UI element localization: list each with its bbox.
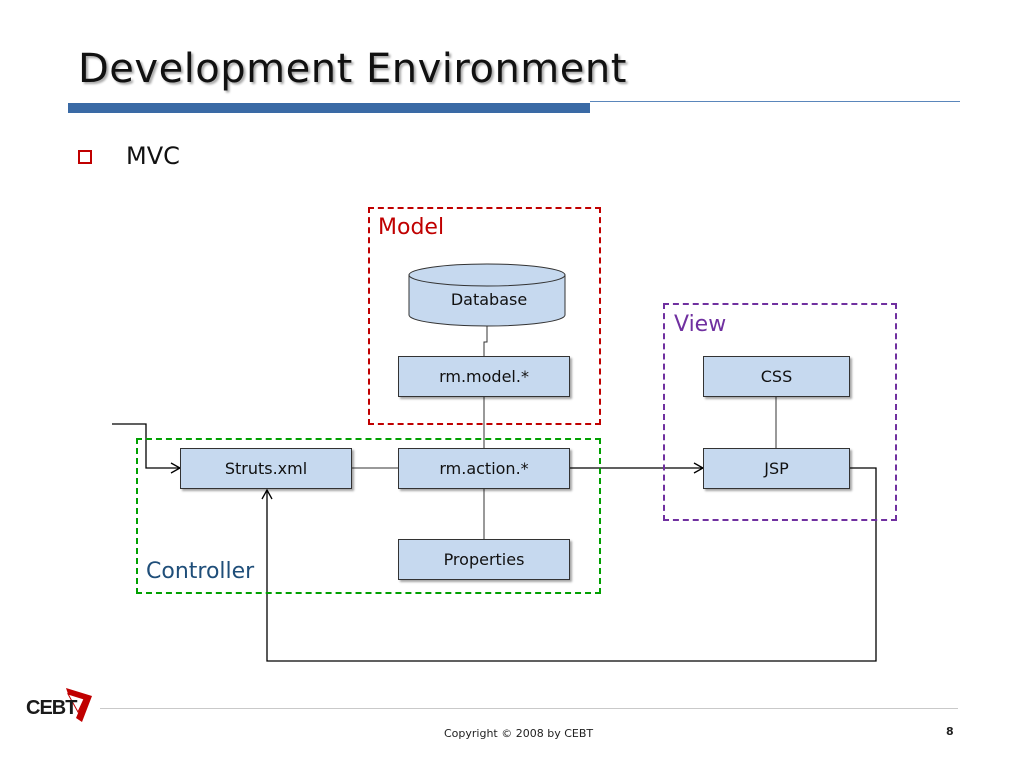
controller-label: Controller [146,559,255,584]
connector-db-to-model [483,326,488,356]
model-region [368,207,601,425]
database-node-label: Database [450,290,528,309]
title-underline-line [590,101,960,102]
view-label: View [674,312,727,337]
css-node: CSS [703,356,850,397]
footer-divider [100,708,958,709]
page-number: 8 [946,725,954,738]
title-underline-bar [68,103,590,113]
copyright-text: Copyright © 2008 by CEBT [444,727,594,740]
properties-node: Properties [398,539,570,580]
rm-model-node: rm.model.* [398,356,570,397]
slide-title: Development Environment [78,46,627,92]
arrow-input-to-struts [112,423,182,474]
view-region [663,303,897,521]
database-cylinder-icon [408,263,566,327]
jsp-node: JSP [703,448,850,489]
struts-xml-node: Struts.xml [180,448,352,489]
cebt-logo-icon [66,688,92,722]
model-label: Model [378,215,445,240]
arrow-jsp-to-struts [261,467,877,662]
bullet-text: MVC [126,142,180,170]
cebt-logo-text: CEBT [26,697,77,719]
controller-region [136,438,601,594]
rm-action-node: rm.action.* [398,448,570,489]
bullet-square-icon [78,150,92,164]
